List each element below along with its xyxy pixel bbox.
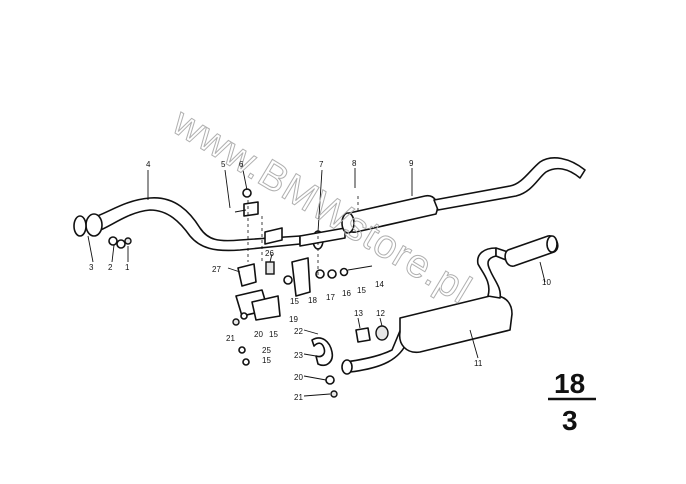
callout-10: 10 [542,278,551,287]
callout-18: 18 [308,296,317,305]
callout-21-b: 21 [294,393,303,402]
callout-12: 12 [376,309,385,318]
flange-hardware [108,236,132,249]
tailpipe [504,235,559,267]
callout-7: 7 [319,160,324,169]
callout-27: 27 [212,265,221,274]
callout-15-b: 15 [357,286,366,295]
callout-8: 8 [352,159,357,168]
callout-15-c: 15 [269,330,278,339]
callout-1: 1 [125,263,130,272]
callout-25: 25 [262,346,271,355]
callout-5: 5 [221,160,226,169]
callout-9: 9 [409,159,414,168]
callout-leaders [87,168,546,397]
rubber-mounts [355,325,389,343]
callout-4: 4 [146,160,151,169]
callout-26: 26 [265,249,274,258]
callout-2: 2 [108,263,113,272]
callout-20-a: 20 [254,330,263,339]
callout-21-a: 21 [226,334,235,343]
callout-14: 14 [375,280,384,289]
figure-numerator: 18 [554,368,585,399]
callout-13: 13 [354,309,363,318]
callout-15-d: 15 [262,356,271,365]
callout-20-b: 20 [294,373,303,382]
front-silencer [299,157,586,247]
callout-3: 3 [89,263,94,272]
callout-17: 17 [326,293,335,302]
assembly-guides [247,196,359,276]
callout-labels: 1 2 3 4 5 6 7 8 9 10 11 12 13 14 15 15 1… [89,159,551,402]
callout-11: 11 [474,359,483,368]
hanger-bracket-assembly [232,257,373,326]
figure-number: 18 3 [548,368,596,436]
figure-denominator: 3 [562,405,578,436]
callout-23: 23 [294,351,303,360]
callout-15-a: 15 [290,297,299,306]
callout-19: 19 [289,315,298,324]
lower-hanger [238,337,338,398]
callout-16: 16 [342,289,351,298]
pipe-clamp [234,188,283,245]
callout-22: 22 [294,327,303,336]
callout-6: 6 [239,160,244,169]
